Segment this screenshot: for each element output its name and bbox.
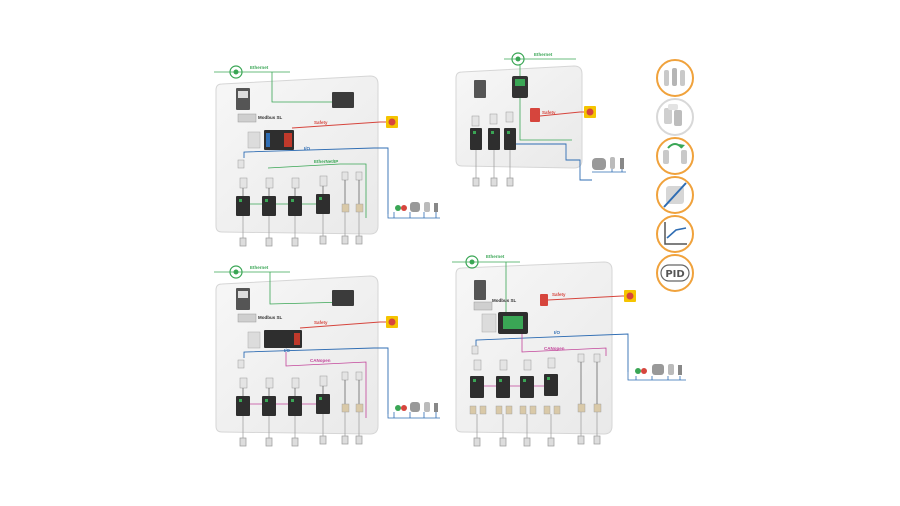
bus-label: CANopen (544, 346, 565, 351)
motor-row (239, 212, 363, 247)
safety-label: Safety (314, 320, 328, 325)
safety-label: Safety (552, 292, 566, 297)
field-devices-icon (395, 402, 438, 412)
field-devices-icon (635, 364, 682, 375)
safety-label: Safety (314, 120, 328, 125)
hmi-screen (332, 92, 354, 108)
ethernet-label: Ethernet (534, 52, 553, 57)
power-supply (474, 280, 486, 300)
pid-icon[interactable]: PID (656, 254, 694, 292)
emergency-stop-icon (386, 116, 398, 128)
modbus-label: Modbus SL (258, 115, 282, 120)
breaker-row (237, 159, 363, 189)
modbus-label: Modbus SL (258, 315, 282, 320)
cycle-arrow-icon[interactable] (656, 137, 694, 175)
hmi-screen (332, 290, 354, 306)
field-devices-icon (395, 202, 438, 212)
plc-controller (264, 330, 302, 348)
modbus-label: Modbus SL (492, 298, 516, 303)
no-container-icon[interactable] (656, 176, 694, 214)
stack-cups-icon[interactable] (656, 98, 694, 136)
motor-row (473, 412, 601, 447)
panel-top-left: Ethernet Modbus SL Safety I/O EtherNet/I… (214, 65, 440, 247)
emergency-stop-icon (386, 316, 398, 328)
io-label: I/O (284, 348, 291, 353)
bus-label: CANopen (310, 358, 331, 363)
side-icon-column: PID (656, 59, 694, 292)
io-label: I/O (304, 146, 311, 151)
field-devices-icon (592, 157, 624, 170)
ethernet-label: Ethernet (250, 65, 269, 70)
ethernet-label: Ethernet (486, 254, 505, 259)
motor-row (239, 412, 363, 447)
curve-graph-icon[interactable] (656, 215, 694, 253)
panel-bottom-right: Ethernet Modbus SL Safety I/O CANopen (452, 254, 686, 447)
motion-controller (498, 312, 528, 334)
bus-label: EtherNet/IP (314, 159, 338, 164)
pid-text: PID (665, 269, 684, 280)
panel-bottom-left: Ethernet Modbus SL Safety I/O CANopen (214, 265, 440, 447)
bottles-icon[interactable] (656, 59, 694, 97)
panel-top-right: Ethernet Safety (455, 52, 626, 187)
emergency-stop-icon (584, 106, 596, 118)
emergency-stop-icon (624, 290, 636, 302)
io-label: I/O (554, 330, 561, 335)
ethernet-label: Ethernet (250, 265, 269, 270)
safety-label: Safety (542, 110, 556, 115)
power-supply (474, 80, 486, 98)
